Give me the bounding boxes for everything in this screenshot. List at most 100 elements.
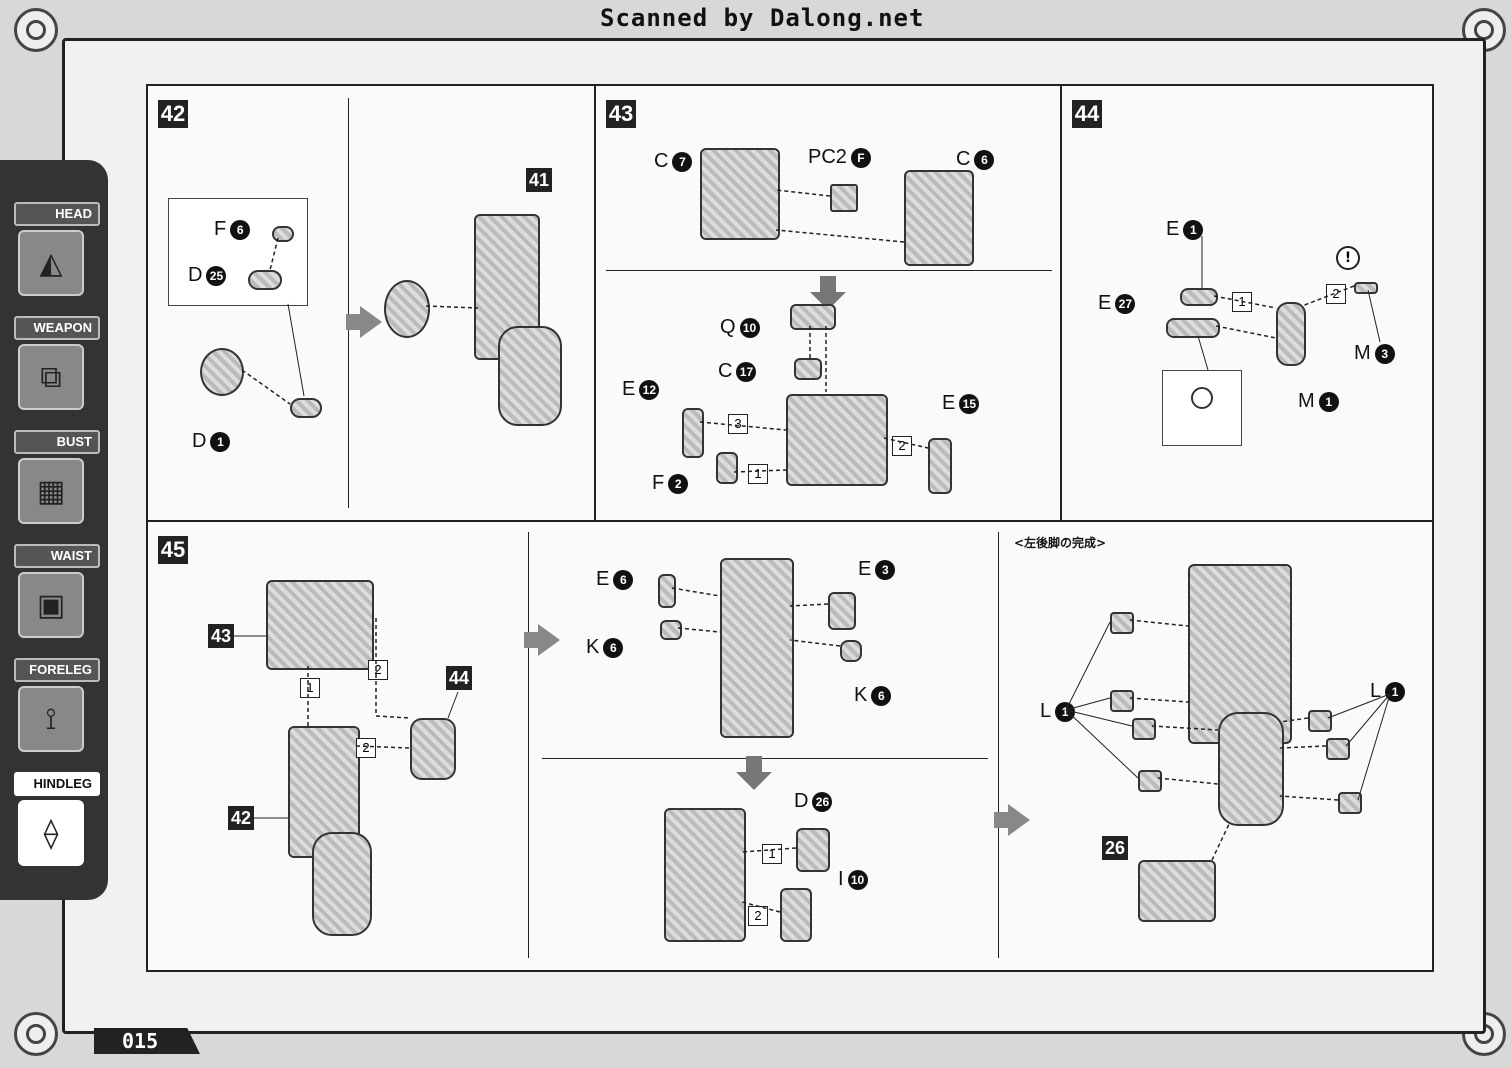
detail-icon xyxy=(1191,387,1213,409)
tab-head[interactable]: HEAD ◭ xyxy=(14,202,100,296)
part-f2 xyxy=(716,452,738,484)
hip-block-c7 xyxy=(700,148,780,240)
part-number: 6 xyxy=(230,219,251,240)
part-number: 26 xyxy=(812,791,833,812)
cap-l1 xyxy=(1138,770,1162,792)
part-number: 10 xyxy=(847,869,868,890)
sequence-marker: 2 xyxy=(1326,284,1346,304)
hindleg-part-icon: ⟠ xyxy=(18,800,84,866)
part-letter: D xyxy=(794,790,809,812)
part-number: 1 xyxy=(1055,701,1076,722)
sequence-marker: 2 xyxy=(892,436,912,456)
poly-cap-pc2 xyxy=(830,184,858,212)
part-k6-left xyxy=(660,620,682,640)
next-arrow-icon xyxy=(524,624,560,656)
down-arrow-icon xyxy=(736,756,772,790)
leg-assembly-lower xyxy=(664,808,746,942)
corner-emblem-icon xyxy=(14,8,58,52)
part-m1 xyxy=(1276,302,1306,366)
part-q10 xyxy=(790,304,836,330)
tab-hindleg-label: HINDLEG xyxy=(14,772,100,796)
part-letter: F xyxy=(652,472,665,494)
step-callout-41: 41 xyxy=(526,168,552,192)
tab-waist[interactable]: WAIST ▣ xyxy=(14,544,100,638)
part-letter: M xyxy=(1354,342,1371,364)
part-number: 15 xyxy=(959,393,980,414)
step-divider xyxy=(998,532,999,958)
hip-joint-44 xyxy=(410,718,456,780)
sequence-marker: 1 xyxy=(300,678,320,698)
part-i10 xyxy=(780,888,812,942)
tab-weapon[interactable]: WEAPON ⧉ xyxy=(14,316,100,410)
part-letter: L xyxy=(1040,700,1052,722)
scan-credit: Scanned by Dalong.net xyxy=(600,4,925,32)
part-letter: K xyxy=(854,684,868,706)
cap-l1 xyxy=(1132,718,1156,740)
part-number: 2 xyxy=(668,473,689,494)
part-e12 xyxy=(682,408,704,458)
part-letter: Q xyxy=(720,316,736,338)
part-f6 xyxy=(272,226,294,242)
part-m3-pin xyxy=(1354,282,1378,294)
part-e3 xyxy=(828,592,856,630)
bust-part-icon: ▦ xyxy=(18,458,84,524)
part-k6-right xyxy=(840,640,862,662)
step-callout-42: 42 xyxy=(228,806,254,830)
cap-l1 xyxy=(1110,690,1134,712)
step-divider xyxy=(528,532,529,958)
part-number: 25 xyxy=(206,265,227,286)
sequence-marker: 3 xyxy=(728,414,748,434)
part-letter: E xyxy=(942,392,956,414)
hip-assembly-43 xyxy=(266,580,374,670)
part-e1 xyxy=(1180,288,1218,306)
cap-l1 xyxy=(1308,710,1332,732)
part-number: 7 xyxy=(672,151,693,172)
step-divider xyxy=(348,98,349,508)
part-letter: E xyxy=(1098,292,1112,314)
part-number: 27 xyxy=(1115,293,1136,314)
leg-assembly-42-lower xyxy=(312,832,372,936)
detail-inset xyxy=(1162,370,1242,446)
weapon-part-icon: ⧉ xyxy=(18,344,84,410)
tab-foreleg[interactable]: FORELEG ⟟ xyxy=(14,658,100,752)
section-sidebar: HEAD ◭ WEAPON ⧉ BUST ▦ WAIST ▣ FORELEG ⟟… xyxy=(0,160,108,900)
tab-hindleg[interactable]: HINDLEG ⟠ xyxy=(14,772,100,866)
waist-part-icon: ▣ xyxy=(18,572,84,638)
tab-head-label: HEAD xyxy=(14,202,100,226)
leg-assembly-41-lower xyxy=(498,326,562,426)
step-number: 44 xyxy=(1072,100,1102,128)
sequence-marker: 1 xyxy=(762,844,782,864)
part-cap xyxy=(290,398,322,418)
part-wheel-assembly xyxy=(384,280,430,338)
subassembly-inset xyxy=(168,198,308,306)
cap-l1 xyxy=(1110,612,1134,634)
step-number: 43 xyxy=(606,100,636,128)
part-letter: M xyxy=(1298,390,1315,412)
tab-bust[interactable]: BUST ▦ xyxy=(14,430,100,524)
step-number: 45 xyxy=(158,536,188,564)
completed-hindleg-lower xyxy=(1218,712,1284,826)
leg-assembly-mid xyxy=(720,558,794,738)
part-number: 12 xyxy=(639,379,660,400)
part-number: 3 xyxy=(875,559,896,580)
